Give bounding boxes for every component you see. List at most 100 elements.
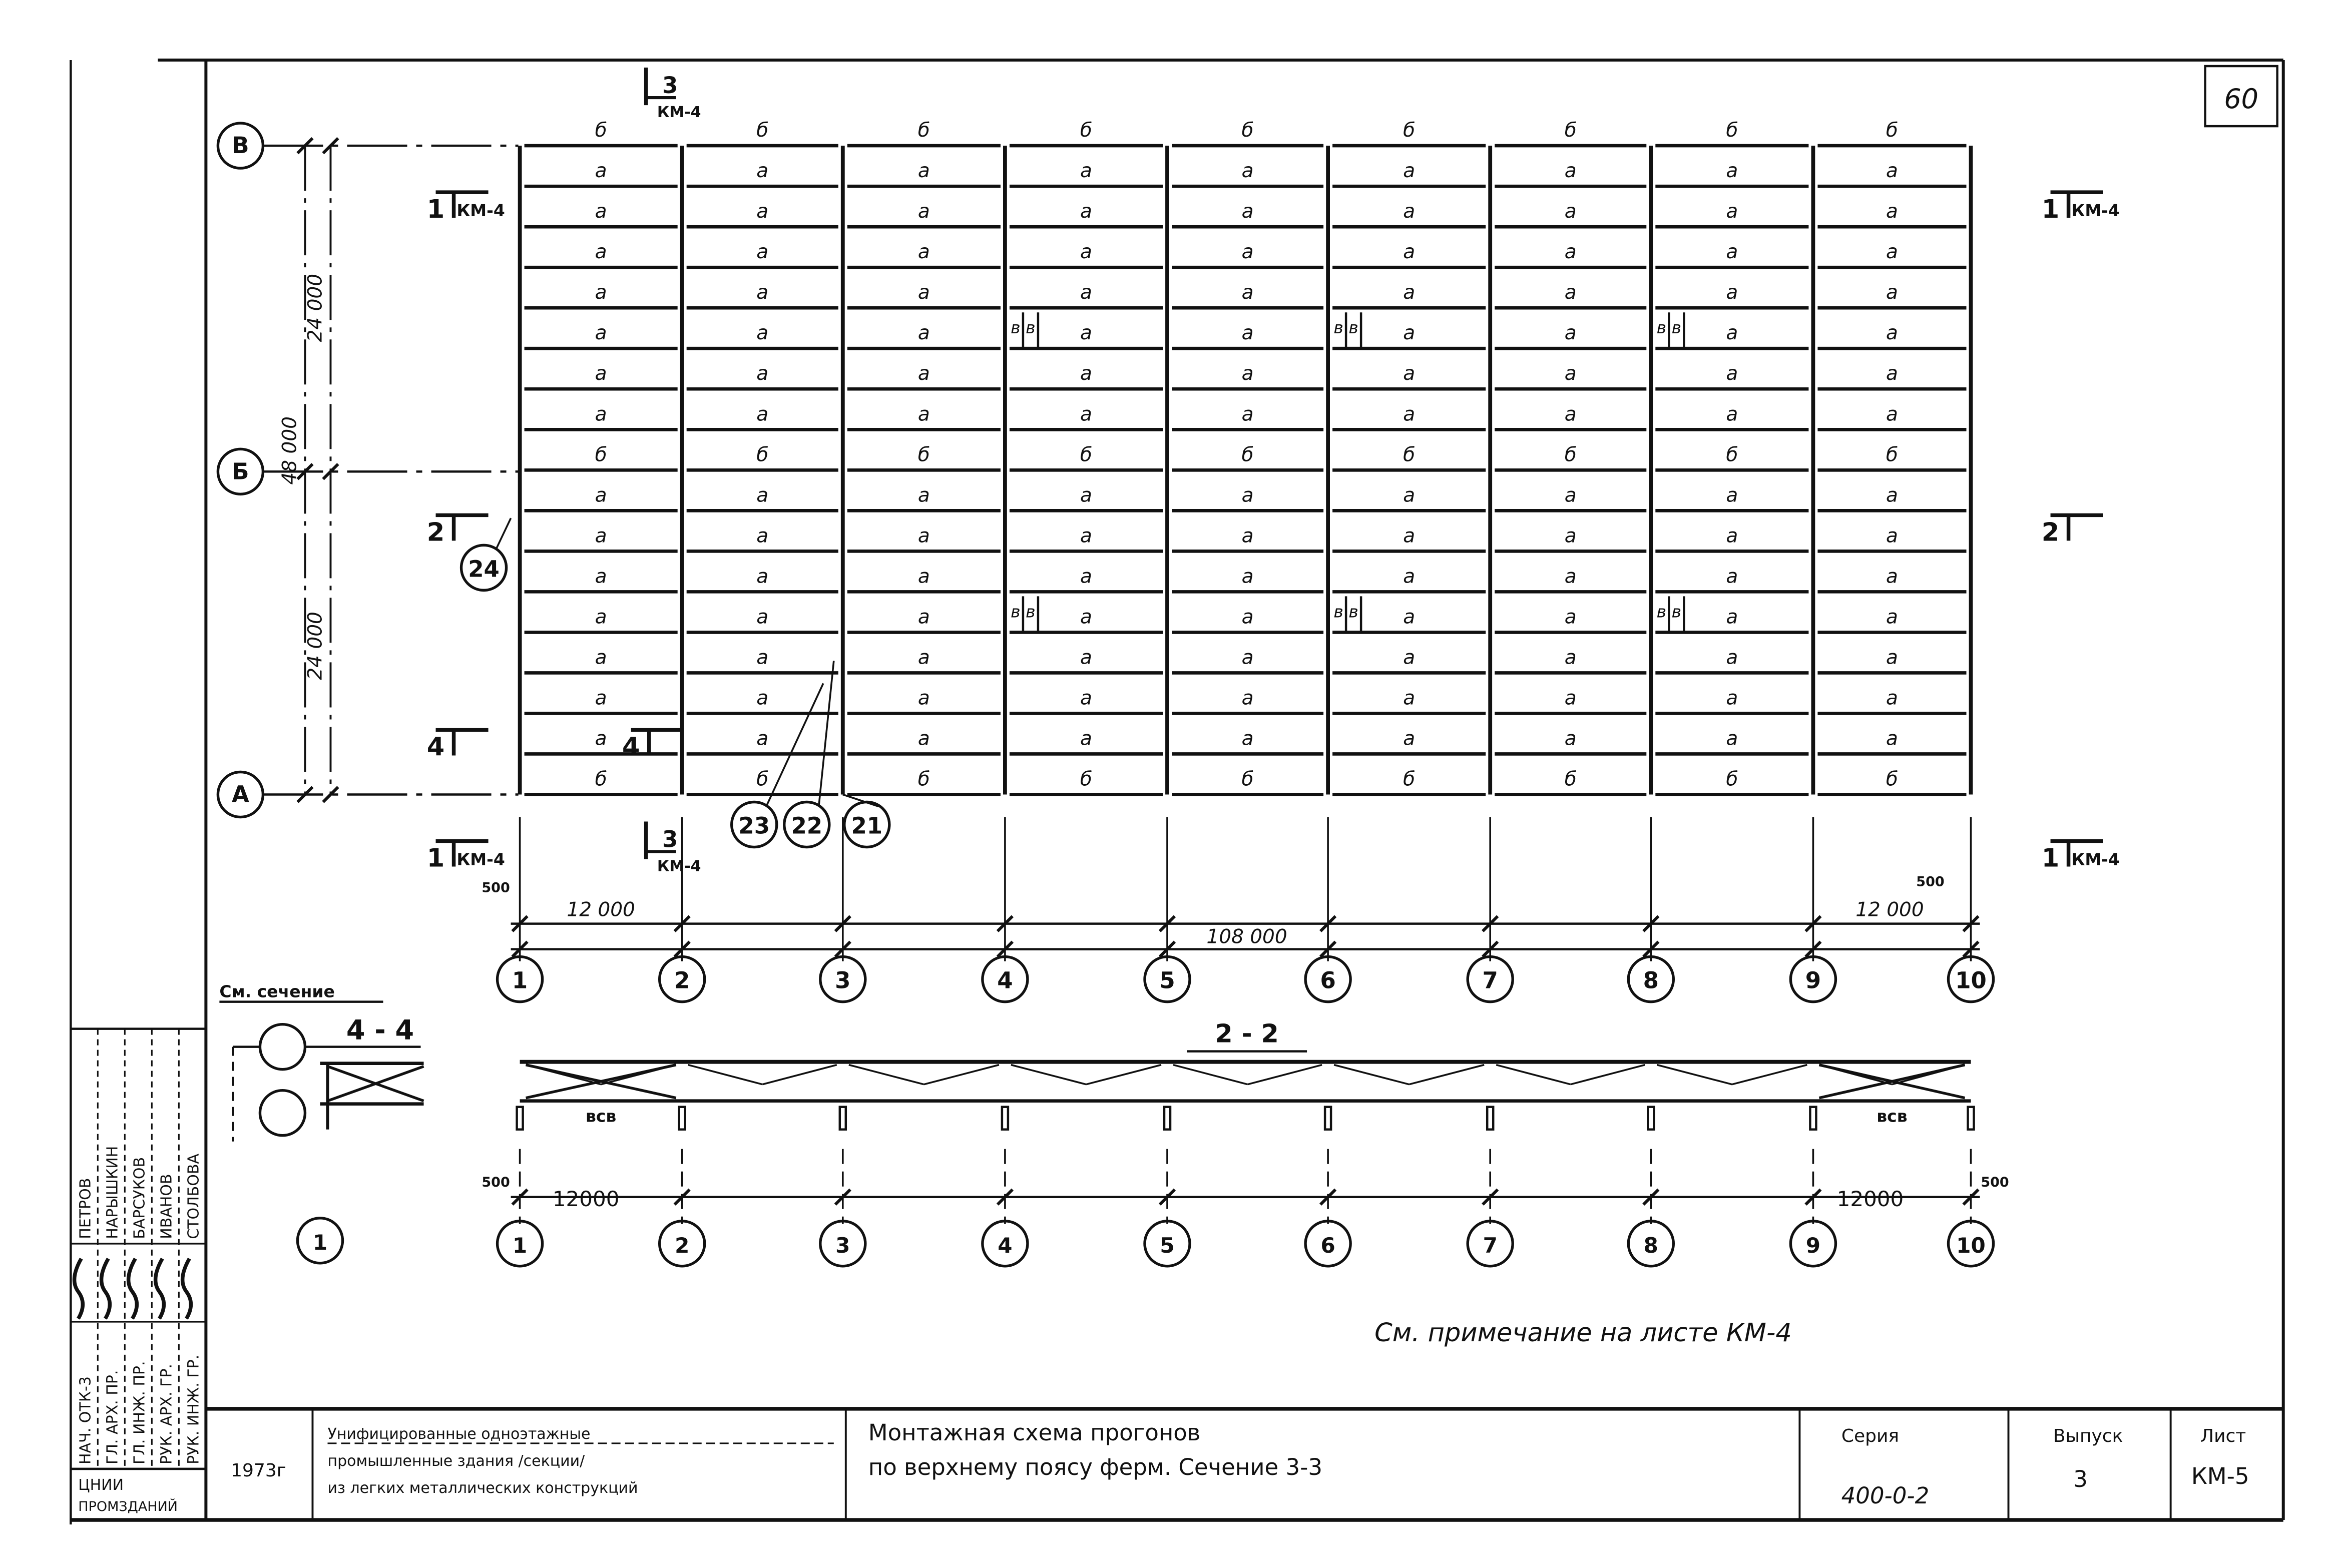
purlin-label: а (1886, 484, 1898, 506)
vertical-brace-label: всв (586, 1107, 616, 1126)
axis-label-column: 1 (513, 1233, 527, 1258)
purlin-label: б (918, 768, 930, 791)
purlin-label: а (1726, 484, 1738, 506)
stamp-role: ГЛ. ИНЖ. ПР. (131, 1361, 148, 1464)
axis-bubble-row (216, 447, 265, 496)
purlin-label: а (756, 362, 768, 385)
callout-number: 22 (791, 813, 822, 839)
dimension-offset: 500 (482, 880, 510, 896)
signature (126, 1257, 139, 1320)
truss-bay (1656, 1064, 1807, 1086)
axis-label-row: Б (232, 458, 249, 484)
purlin-label: а (1242, 687, 1254, 709)
stamp-role: РУК. АРХ. ГР. (158, 1364, 175, 1464)
dimension-tick (996, 940, 1014, 958)
purlin-label: а (1403, 646, 1415, 669)
stamp-name: НАРЫШКИН (104, 1146, 121, 1239)
purlin-label: а (1242, 160, 1254, 182)
section-reference: КМ-4 (2071, 201, 2119, 220)
callout-leader (842, 793, 879, 808)
truss-web (1731, 1064, 1807, 1086)
purlin-label: а (1565, 322, 1577, 344)
axis-bubble-column (1143, 955, 1191, 1003)
purlin-label: б (1726, 768, 1738, 791)
truss-bay: всв (526, 1064, 677, 1126)
dimension-end-span: 12 000 (567, 899, 635, 921)
column-stub (1647, 1106, 1655, 1131)
axis-bubble-column (819, 955, 867, 1003)
purlin-label: б (1886, 768, 1898, 791)
dimension-half-height: 24 000 (304, 274, 326, 342)
special-mark-right: в (1348, 602, 1358, 621)
purlin-label: а (1886, 322, 1898, 344)
purlin-label: б (1080, 768, 1092, 791)
dimension-tick (1962, 915, 1980, 932)
special-mark-left: в (1333, 602, 1343, 621)
dimension-tick (834, 915, 851, 932)
purlin-label: а (756, 727, 768, 750)
axis-label-column: 3 (835, 1233, 850, 1258)
purlin-label: а (1886, 525, 1898, 547)
purlin-label: а (1565, 565, 1577, 588)
truss-web (1496, 1064, 1571, 1086)
vertical-brace-label: всв (1877, 1107, 1907, 1126)
section-number: 2 (427, 517, 445, 547)
purlin-label: а (1565, 484, 1577, 506)
axis-label-column: 7 (1483, 1233, 1498, 1258)
axis-bubble-column (1789, 955, 1837, 1003)
dimension-tick (322, 137, 339, 155)
year: 1973г (231, 1460, 286, 1481)
dimension-tick (296, 463, 314, 480)
purlin-label: а (1726, 687, 1738, 709)
truss-web (1011, 1064, 1087, 1086)
purlin-label: б (1080, 443, 1092, 466)
purlin-label: б (1726, 119, 1738, 142)
brace-diagonal (1818, 1064, 1966, 1100)
purlin-label: а (1886, 687, 1898, 709)
purlin-label: а (918, 241, 930, 263)
stamp-name: ПЕТРОВ (77, 1178, 94, 1239)
subject-line: из легких металлических конструкций (327, 1479, 638, 1497)
dimension-tick (511, 940, 529, 958)
callout-bubble (783, 800, 831, 849)
section-reference: КМ-4 (657, 104, 701, 121)
dimension-tick (673, 940, 691, 958)
section-reference: КМ-4 (456, 201, 505, 220)
truss-bay (848, 1064, 1000, 1086)
purlin-label: а (595, 200, 607, 223)
axis-label-column: 8 (1643, 967, 1659, 994)
purlin-label: а (756, 281, 768, 304)
truss-bay (1173, 1064, 1322, 1086)
section-mark-3: 3КМ-4 (644, 68, 701, 121)
section-title: 2 - 2 (1215, 1019, 1279, 1049)
signature (180, 1257, 193, 1320)
purlin-label: а (918, 160, 930, 182)
truss-web (688, 1064, 763, 1086)
dimension-tick (673, 1188, 691, 1206)
dimension-tick (1482, 940, 1499, 958)
purlin-label: а (1565, 727, 1577, 750)
purlin-label: б (595, 119, 607, 142)
special-mark-right: в (1026, 602, 1035, 621)
special-mark-right: в (1348, 318, 1358, 337)
dimension-tick (322, 786, 339, 803)
axis-label-column: 2 (675, 1233, 689, 1258)
purlin-label: а (1080, 565, 1092, 588)
special-mark-left: в (1333, 318, 1343, 337)
purlin-label: а (1080, 362, 1092, 385)
stamp-org: ПРОМЗДАНИЙ (78, 1498, 178, 1514)
purlin-label: а (1403, 241, 1415, 263)
purlin-label: б (1242, 768, 1254, 791)
purlin-label: а (1565, 646, 1577, 669)
purlin-label: а (1403, 525, 1415, 547)
purlin-label: а (756, 200, 768, 223)
section-number: 1 (427, 844, 445, 873)
truss-bay: всв (1818, 1064, 1966, 1126)
truss-bay (1011, 1064, 1162, 1086)
purlin-label: а (1080, 322, 1092, 344)
axis-label-column: 1 (512, 967, 528, 994)
